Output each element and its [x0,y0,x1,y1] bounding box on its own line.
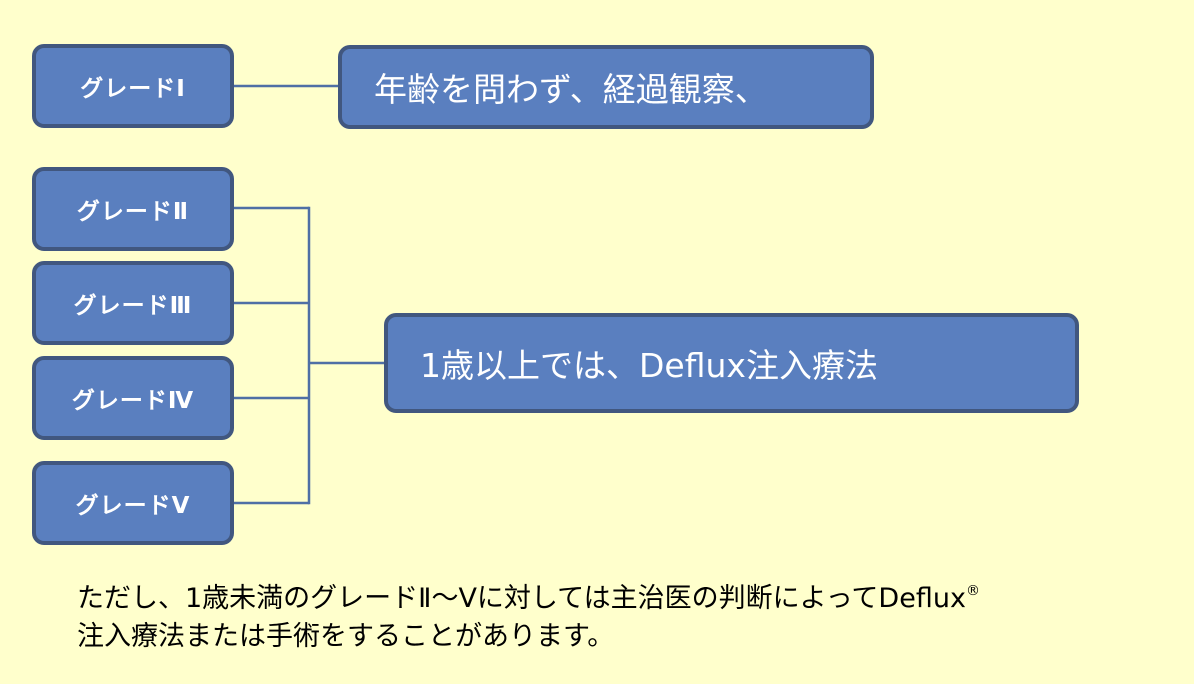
outcome-grade1-box: 年齢を問わず、経過観察、 [338,45,874,129]
grade-5-label: グレードⅤ [75,493,191,519]
footnote: ただし、1歳未満のグレードⅡ～Ⅴに対しては主治医の判断によってDeflux® 注入… [77,572,1167,656]
outcome-grade1-text: 年齢を問わず、経過観察、 [374,70,768,109]
footnote-text-part1: ただし、1歳未満のグレードⅡ～Ⅴに対しては主治医の判断によってDeflux [77,583,966,614]
outcome-grade2to5-box: 1歳以上では、Deflux注入療法 [384,313,1079,413]
grade-4-label: グレードⅣ [71,388,195,414]
grade-2-label: グレードⅡ [76,199,190,225]
grade-1-box: グレードⅠ [32,44,234,128]
grade-1-label: グレードⅠ [80,76,186,102]
registered-mark: ® [965,583,980,599]
grade-2-box: グレードⅡ [32,167,234,251]
grade-3-label: グレードⅢ [73,293,193,319]
grade-5-box: グレードⅤ [32,461,234,545]
footnote-text-part2: 注入療法または手術をすることがあります。 [77,621,615,652]
grade-3-box: グレードⅢ [32,261,234,345]
outcome-grade2to5-text: 1歳以上では、Deflux注入療法 [420,346,878,385]
grade-4-box: グレードⅣ [32,356,234,440]
